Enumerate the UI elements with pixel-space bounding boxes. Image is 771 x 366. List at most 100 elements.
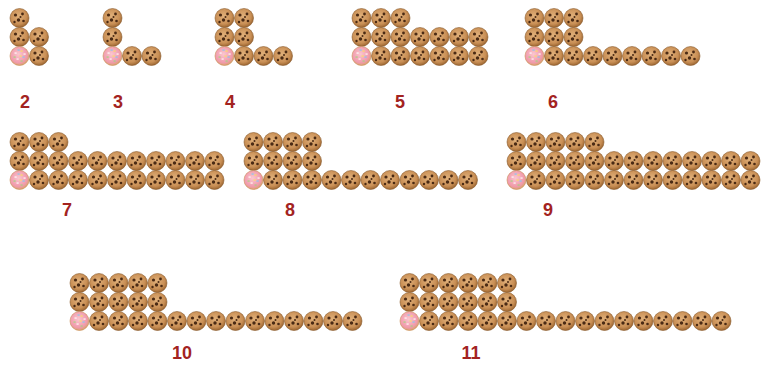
chocolate-chip — [14, 13, 17, 16]
chocolate-chip — [536, 32, 539, 35]
chocolate-chip — [152, 278, 155, 281]
cookie-body — [585, 152, 604, 171]
chocolate-chip — [91, 183, 93, 185]
cookie-body — [127, 152, 146, 171]
chocolate-chip — [13, 145, 15, 147]
sprinkle — [366, 54, 368, 55]
chocolate-chip — [41, 32, 44, 35]
chocolate-chip — [538, 137, 541, 140]
chocolate-chip — [582, 321, 585, 324]
chocolate-chip — [451, 304, 454, 307]
chocolate-chip — [490, 285, 493, 288]
chocolate-chip — [650, 180, 653, 183]
chocolate-chip — [238, 323, 241, 326]
chocolate-chip — [189, 156, 192, 159]
chocolate-chip — [696, 316, 699, 319]
chocolate-chip — [714, 163, 717, 166]
chocolate-chip-cookie — [244, 133, 263, 152]
chocolate-chip — [560, 316, 563, 319]
cookie-body — [70, 312, 89, 331]
chocolate-chip-cookie — [634, 312, 653, 331]
chocolate-chip — [557, 175, 560, 178]
chocolate-chip — [121, 323, 124, 326]
cookie-body — [303, 171, 322, 190]
chocolate-chip — [130, 164, 132, 166]
chocolate-chip — [286, 183, 288, 185]
chocolate-chip — [126, 51, 129, 54]
chocolate-chip — [373, 182, 376, 185]
chocolate-chip — [442, 183, 444, 185]
chocolate-chip — [731, 178, 733, 180]
chocolate-chip — [423, 183, 425, 185]
chocolate-chip-cookie — [624, 171, 643, 190]
chocolate-chip — [286, 145, 288, 147]
chocolate-chip — [471, 304, 474, 307]
chocolate-chip-cookie — [30, 171, 49, 190]
cookie-body — [127, 171, 146, 190]
chocolate-chip — [548, 316, 551, 319]
chocolate-chip — [599, 316, 602, 319]
cookie-body — [109, 293, 128, 312]
chocolate-chip — [423, 278, 426, 281]
cookie-body — [439, 293, 458, 312]
chocolate-chip — [42, 39, 45, 42]
cookie-body — [103, 28, 122, 47]
chocolate-chip — [169, 183, 171, 185]
chocolate-chip-cookie — [741, 171, 760, 190]
chocolate-chip — [426, 180, 429, 183]
sprinkle — [117, 54, 119, 55]
sprinkle — [411, 326, 413, 327]
chocolate-chip-cookie — [654, 312, 673, 331]
chocolate-chip — [548, 59, 550, 61]
chocolate-chip — [670, 180, 673, 183]
chocolate-chip — [21, 137, 24, 140]
chocolate-chip — [22, 163, 25, 166]
chocolate-chip — [267, 175, 270, 178]
chocolate-chip — [33, 59, 35, 61]
chocolate-chip — [353, 319, 355, 321]
chocolate-chip — [459, 54, 461, 56]
chocolate-chip — [140, 278, 143, 281]
chocolate-chip — [501, 324, 503, 326]
chocolate-chip — [291, 321, 294, 324]
chocolate-chip — [510, 285, 513, 288]
chocolate-chip — [574, 54, 576, 56]
chocolate-chip — [673, 159, 675, 161]
chocolate-chip — [75, 180, 78, 183]
cookie-body — [108, 152, 127, 171]
cookie-body — [430, 47, 449, 66]
sprinkle — [20, 180, 22, 181]
chocolate-chip-cookie — [663, 152, 682, 171]
chocolate-chip-cookie — [186, 152, 205, 171]
chocolate-chip — [13, 21, 15, 23]
cookie-body — [391, 47, 410, 66]
chocolate-chip — [176, 178, 178, 180]
chocolate-chip — [471, 323, 474, 326]
chocolate-chip — [607, 51, 610, 54]
chocolate-chip-cookie — [525, 28, 544, 47]
chocolate-chip — [325, 183, 327, 185]
chocolate-chip — [509, 297, 512, 300]
chocolate-chip — [631, 180, 634, 183]
cookie-body — [381, 171, 400, 190]
sprinkle — [533, 50, 535, 51]
chocolate-chip — [592, 142, 595, 145]
chocolate-chip — [241, 56, 244, 59]
chocolate-chip — [501, 316, 504, 319]
chocolate-chip — [189, 183, 191, 185]
chocolate-chip — [519, 163, 522, 166]
chocolate-chip — [571, 37, 574, 40]
chocolate-chip — [81, 297, 84, 300]
chocolate-chip — [568, 13, 571, 16]
chocolate-chip — [219, 323, 222, 326]
chocolate-chip — [330, 321, 333, 324]
chocolate-chip — [685, 51, 688, 54]
chocolate-chip — [36, 37, 39, 40]
chocolate-chip — [532, 37, 535, 40]
chocolate-chip — [575, 140, 577, 142]
chocolate-chip — [468, 319, 470, 321]
chocolate-chip — [621, 321, 624, 324]
chocolate-chip — [99, 175, 102, 178]
chocolate-chip — [216, 319, 218, 321]
cookie-body — [546, 133, 565, 152]
